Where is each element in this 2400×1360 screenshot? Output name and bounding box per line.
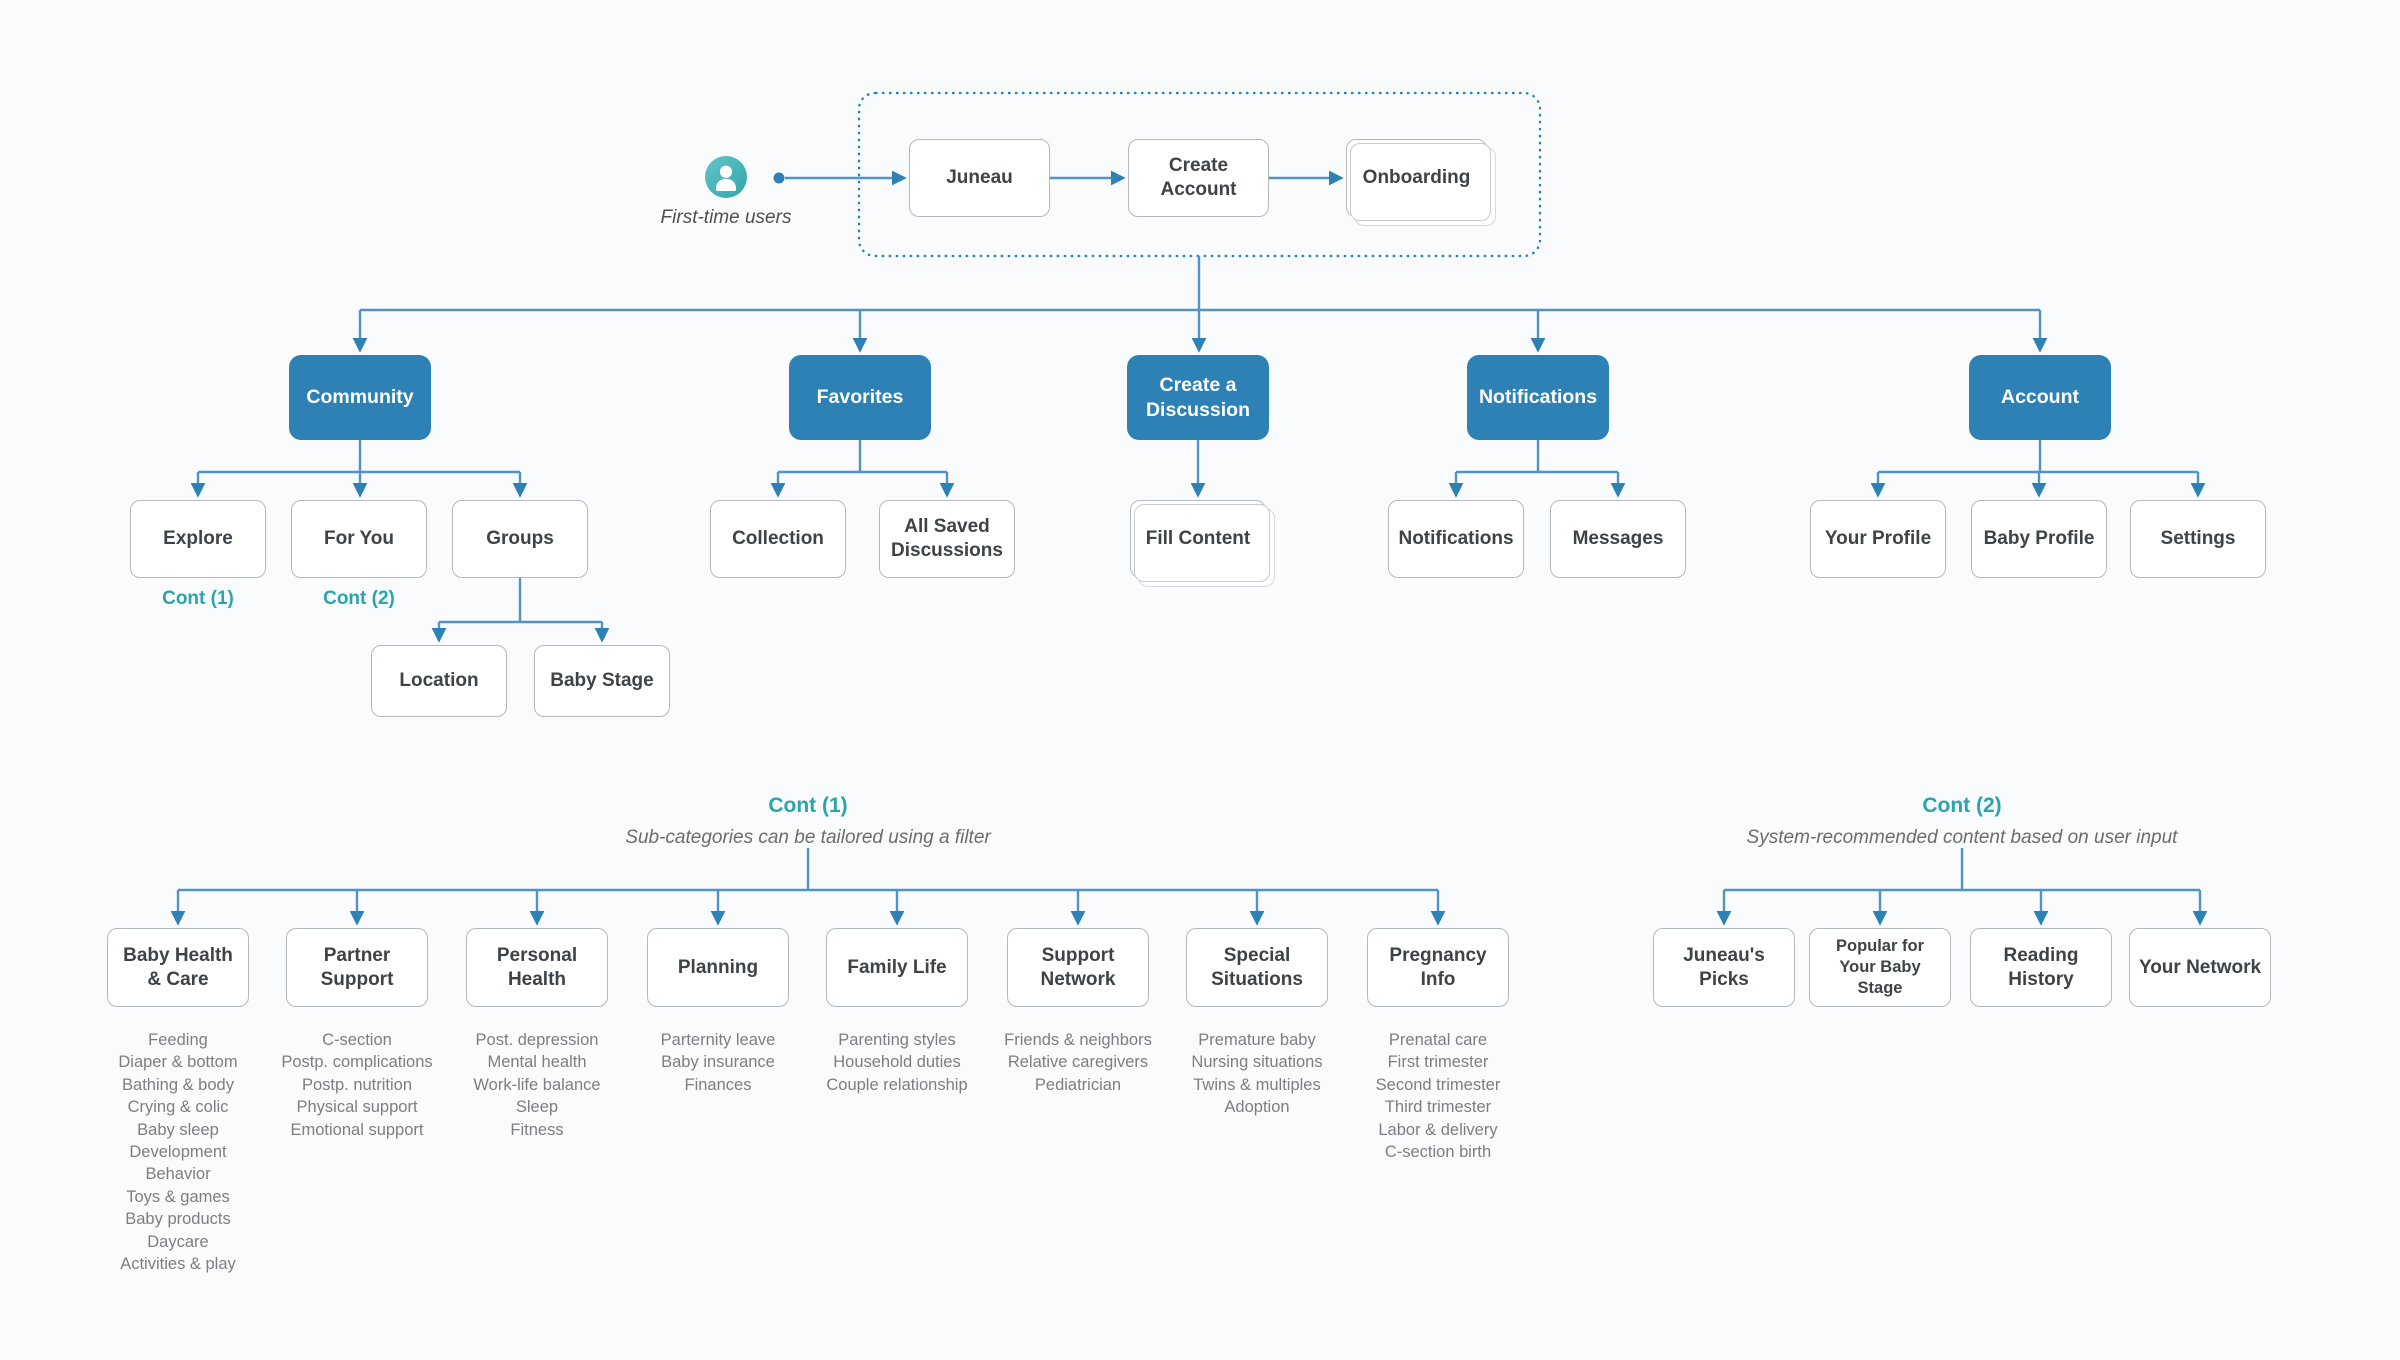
node-planning: Planning (647, 928, 789, 1007)
flow-step-juneau: Juneau (909, 139, 1050, 217)
node-reading-history: Reading History (1970, 928, 2112, 1007)
node-pregnancy-info: Pregnancy Info (1367, 928, 1509, 1007)
list-item: Diaper & bottom (118, 1053, 238, 1072)
node-location: Location (371, 645, 507, 717)
node-special-situations: Special Situations (1186, 928, 1328, 1007)
list-item: Development (129, 1143, 227, 1162)
flow-step-create-account: Create Account (1128, 139, 1269, 217)
list-item: Mental health (487, 1053, 587, 1072)
node-groups: Groups (452, 500, 588, 578)
list-item: Work-life balance (473, 1075, 601, 1094)
persona-label: First-time users (660, 207, 792, 228)
list-item: Postp. complications (281, 1053, 433, 1072)
list-item: Postp. nutrition (301, 1075, 413, 1094)
list-item: Activities & play (120, 1255, 236, 1274)
list-item: Crying & colic (127, 1098, 229, 1117)
list-item: Parenting styles (838, 1031, 956, 1049)
node-your-profile: Your Profile (1810, 500, 1946, 578)
node-family-life: Family Life (826, 928, 968, 1007)
list-item: Baby insurance (661, 1053, 775, 1072)
list-item: Sleep (515, 1098, 559, 1117)
node-for-you: For You (291, 500, 427, 578)
onboarding-group-frame (857, 91, 1542, 258)
list-item: Bathing & body (122, 1075, 234, 1094)
user-icon (705, 156, 747, 198)
list-item: Adoption (1224, 1098, 1290, 1117)
node-messages: Messages (1550, 500, 1686, 578)
list-item: Third trimester (1384, 1098, 1492, 1117)
cont1-subtitle: Sub-categories can be tailored using a f… (625, 827, 991, 848)
list-item: Pediatrician (1034, 1075, 1122, 1094)
list-item: Second trimester (1375, 1075, 1501, 1094)
list-item: First trimester (1387, 1053, 1489, 1072)
node-explore: Explore (130, 500, 266, 578)
node-support-network: Support Network (1007, 928, 1149, 1007)
list-item: Labor & delivery (1378, 1120, 1498, 1139)
node-baby-health-care: Baby Health & Care (107, 928, 249, 1007)
node-settings: Settings (2130, 500, 2266, 578)
list-item: Post. depression (475, 1031, 599, 1049)
node-fill-content: Fill Content (1130, 500, 1275, 587)
list-item: Household duties (833, 1053, 961, 1072)
node-baby-stage: Baby Stage (534, 645, 670, 717)
list-item: Emotional support (290, 1120, 424, 1139)
flow-step-onboarding: Onboarding (1346, 139, 1496, 226)
cont2-ref-label: Cont (2) (323, 588, 395, 609)
flow-start-dot (773, 172, 785, 184)
node-personal-health: Personal Health (466, 928, 608, 1007)
list-item: C-section (322, 1031, 392, 1049)
list-item: Couple relationship (826, 1075, 968, 1094)
node-baby-profile: Baby Profile (1971, 500, 2107, 578)
cont1-title: Cont (1) (768, 794, 848, 817)
node-juneaus-picks: Juneau's Picks (1653, 928, 1795, 1007)
list-item: Nursing situations (1191, 1053, 1323, 1072)
list-item: Behavior (145, 1165, 211, 1184)
list-item: Premature baby (1198, 1031, 1316, 1049)
list-item: Daycare (147, 1232, 209, 1251)
node-notifications: Notifications (1467, 355, 1609, 440)
list-item: Parternity leave (660, 1031, 776, 1049)
list-item: Baby sleep (137, 1120, 219, 1139)
node-collection: Collection (710, 500, 846, 578)
cont1-ref-label: Cont (1) (162, 588, 234, 609)
list-item: Baby products (125, 1210, 231, 1229)
node-community: Community (289, 355, 431, 440)
node-your-network: Your Network (2129, 928, 2271, 1007)
list-item: Twins & multiples (1193, 1075, 1321, 1094)
list-item: Physical support (296, 1098, 418, 1117)
node-notifications-child: Notifications (1388, 500, 1524, 578)
node-partner-support: Partner Support (286, 928, 428, 1007)
list-item: Friends & neighbors (1004, 1031, 1152, 1049)
list-item: C-section birth (1384, 1143, 1492, 1162)
node-popular-for-baby-stage: Popular for Your Baby Stage (1809, 928, 1951, 1007)
node-all-saved-discussions: All Saved Discussions (879, 500, 1015, 578)
list-item: Toys & games (126, 1187, 230, 1206)
list-item: Finances (684, 1075, 752, 1094)
cont2-title: Cont (2) (1922, 794, 2002, 817)
list-item: Fitness (510, 1120, 564, 1139)
cont2-subtitle: System-recommended content based on user… (1746, 827, 2178, 848)
list-item: Prenatal care (1388, 1031, 1488, 1049)
node-create-discussion: Create a Discussion (1127, 355, 1269, 440)
list-item: Relative caregivers (1007, 1053, 1149, 1072)
list-item: Feeding (148, 1031, 208, 1049)
node-favorites: Favorites (789, 355, 931, 440)
node-account: Account (1969, 355, 2111, 440)
